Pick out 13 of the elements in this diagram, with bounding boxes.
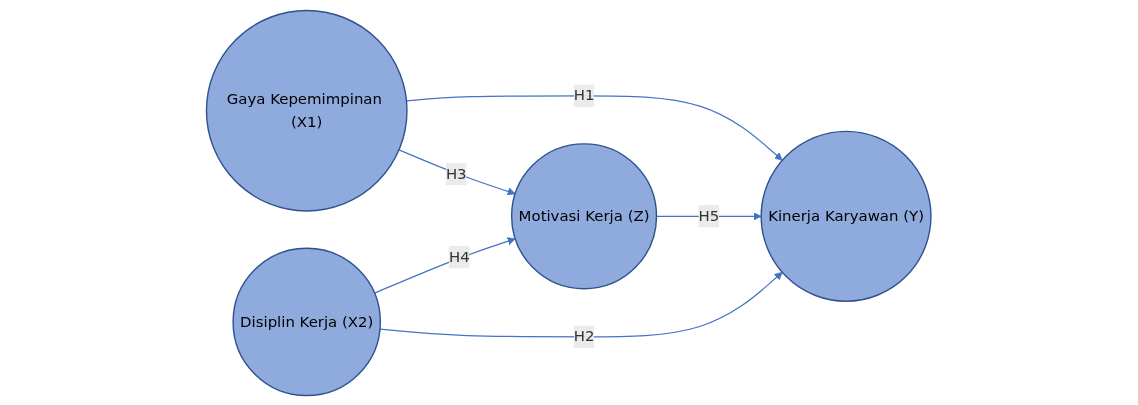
arrow — [374, 236, 516, 294]
node-circle: Gaya Kepemimpinan (X1) — [206, 9, 408, 212]
edge-label: H1 — [573, 85, 595, 104]
node-circle: Kinerja Karyawan (Y) — [760, 130, 932, 302]
edge-label: H2 — [573, 326, 595, 345]
node-circle: Motivasi Kerja (Z) — [511, 142, 658, 289]
arrow — [406, 94, 783, 161]
edge-label: H3 — [446, 164, 467, 183]
edge-label: H4 — [449, 247, 470, 266]
arrow — [398, 148, 516, 195]
edge-label: H5 — [698, 206, 720, 225]
arrow — [379, 271, 783, 337]
node-circle: Disiplin Kerja (X2) — [232, 247, 382, 396]
